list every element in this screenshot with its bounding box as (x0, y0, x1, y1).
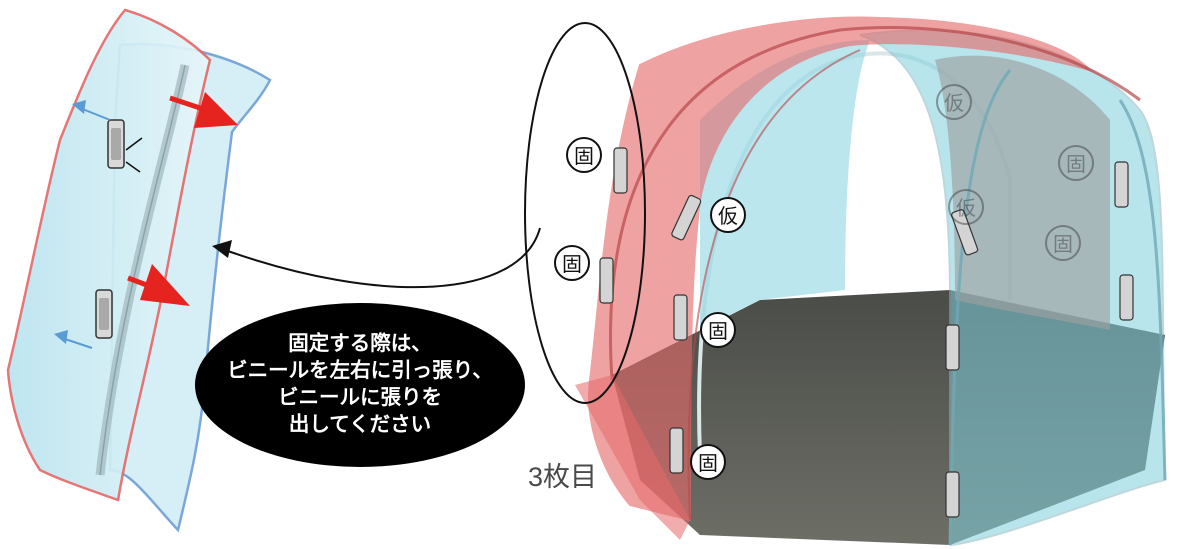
clip-icon (1114, 161, 1129, 208)
tent-illustration (575, 16, 1167, 547)
callout-line: ビニールに張りを (278, 385, 442, 409)
svg-text:固: 固 (574, 144, 594, 168)
pull-arrow-right-icon (127, 264, 190, 306)
sheet-number-label: 3枚目 (528, 462, 598, 492)
blue-vinyl-back (700, 40, 870, 330)
svg-text:固: 固 (562, 252, 582, 276)
connector-arrow-icon (212, 227, 541, 289)
fixed-marker: 固 (700, 312, 736, 348)
tension-arrow-icon (125, 137, 143, 151)
svg-text:固: 固 (708, 319, 728, 343)
clip-icon (945, 471, 960, 518)
callout-line: 固定する際は、 (288, 331, 432, 355)
fixed-marker: 固 (1058, 145, 1094, 181)
pull-arrow-left-icon (72, 100, 111, 121)
svg-text:仮: 仮 (956, 196, 976, 220)
fixed-marker: 固 (566, 137, 602, 173)
clip-icon (671, 194, 702, 241)
highlight-oval (524, 22, 646, 404)
svg-text:固: 固 (1053, 232, 1073, 256)
pull-arrow-right-icon (169, 92, 238, 128)
clip-icon (669, 427, 684, 474)
clip-icon (1119, 274, 1134, 321)
svg-text:固: 固 (1066, 152, 1086, 176)
clip-icon (599, 257, 614, 304)
clip-icon (107, 119, 125, 169)
tension-arrow-icon (125, 161, 141, 173)
temporary-marker: 仮 (710, 197, 746, 233)
clip-icon (945, 324, 960, 371)
callout-line: 出してください (288, 412, 432, 436)
clip-icon (613, 147, 628, 194)
clip-icon (673, 294, 688, 341)
callout-line: ビニールを左右に引っ張り、 (227, 358, 493, 382)
svg-text:固: 固 (698, 451, 718, 475)
callout-bubble (195, 303, 525, 467)
pull-arrow-left-icon (54, 330, 93, 349)
temporary-marker: 仮 (936, 84, 972, 120)
fixed-marker: 固 (1045, 225, 1081, 261)
temporary-marker: 仮 (948, 189, 984, 225)
frame-pole (609, 26, 1141, 381)
clip-icon (95, 289, 113, 339)
callout-text: 固定する際は、 ビニールを左右に引っ張り、 ビニールに張りを 出してください (205, 330, 515, 438)
svg-text:仮: 仮 (944, 91, 964, 115)
clip-icon (951, 209, 979, 256)
red-skirt (575, 375, 690, 540)
fixed-marker: 固 (690, 444, 726, 480)
frame-pole (1118, 99, 1167, 481)
sheet-closeup (6, 8, 272, 533)
grey-panel (935, 55, 1110, 330)
svg-text:仮: 仮 (718, 204, 738, 228)
fixed-marker: 固 (554, 245, 590, 281)
